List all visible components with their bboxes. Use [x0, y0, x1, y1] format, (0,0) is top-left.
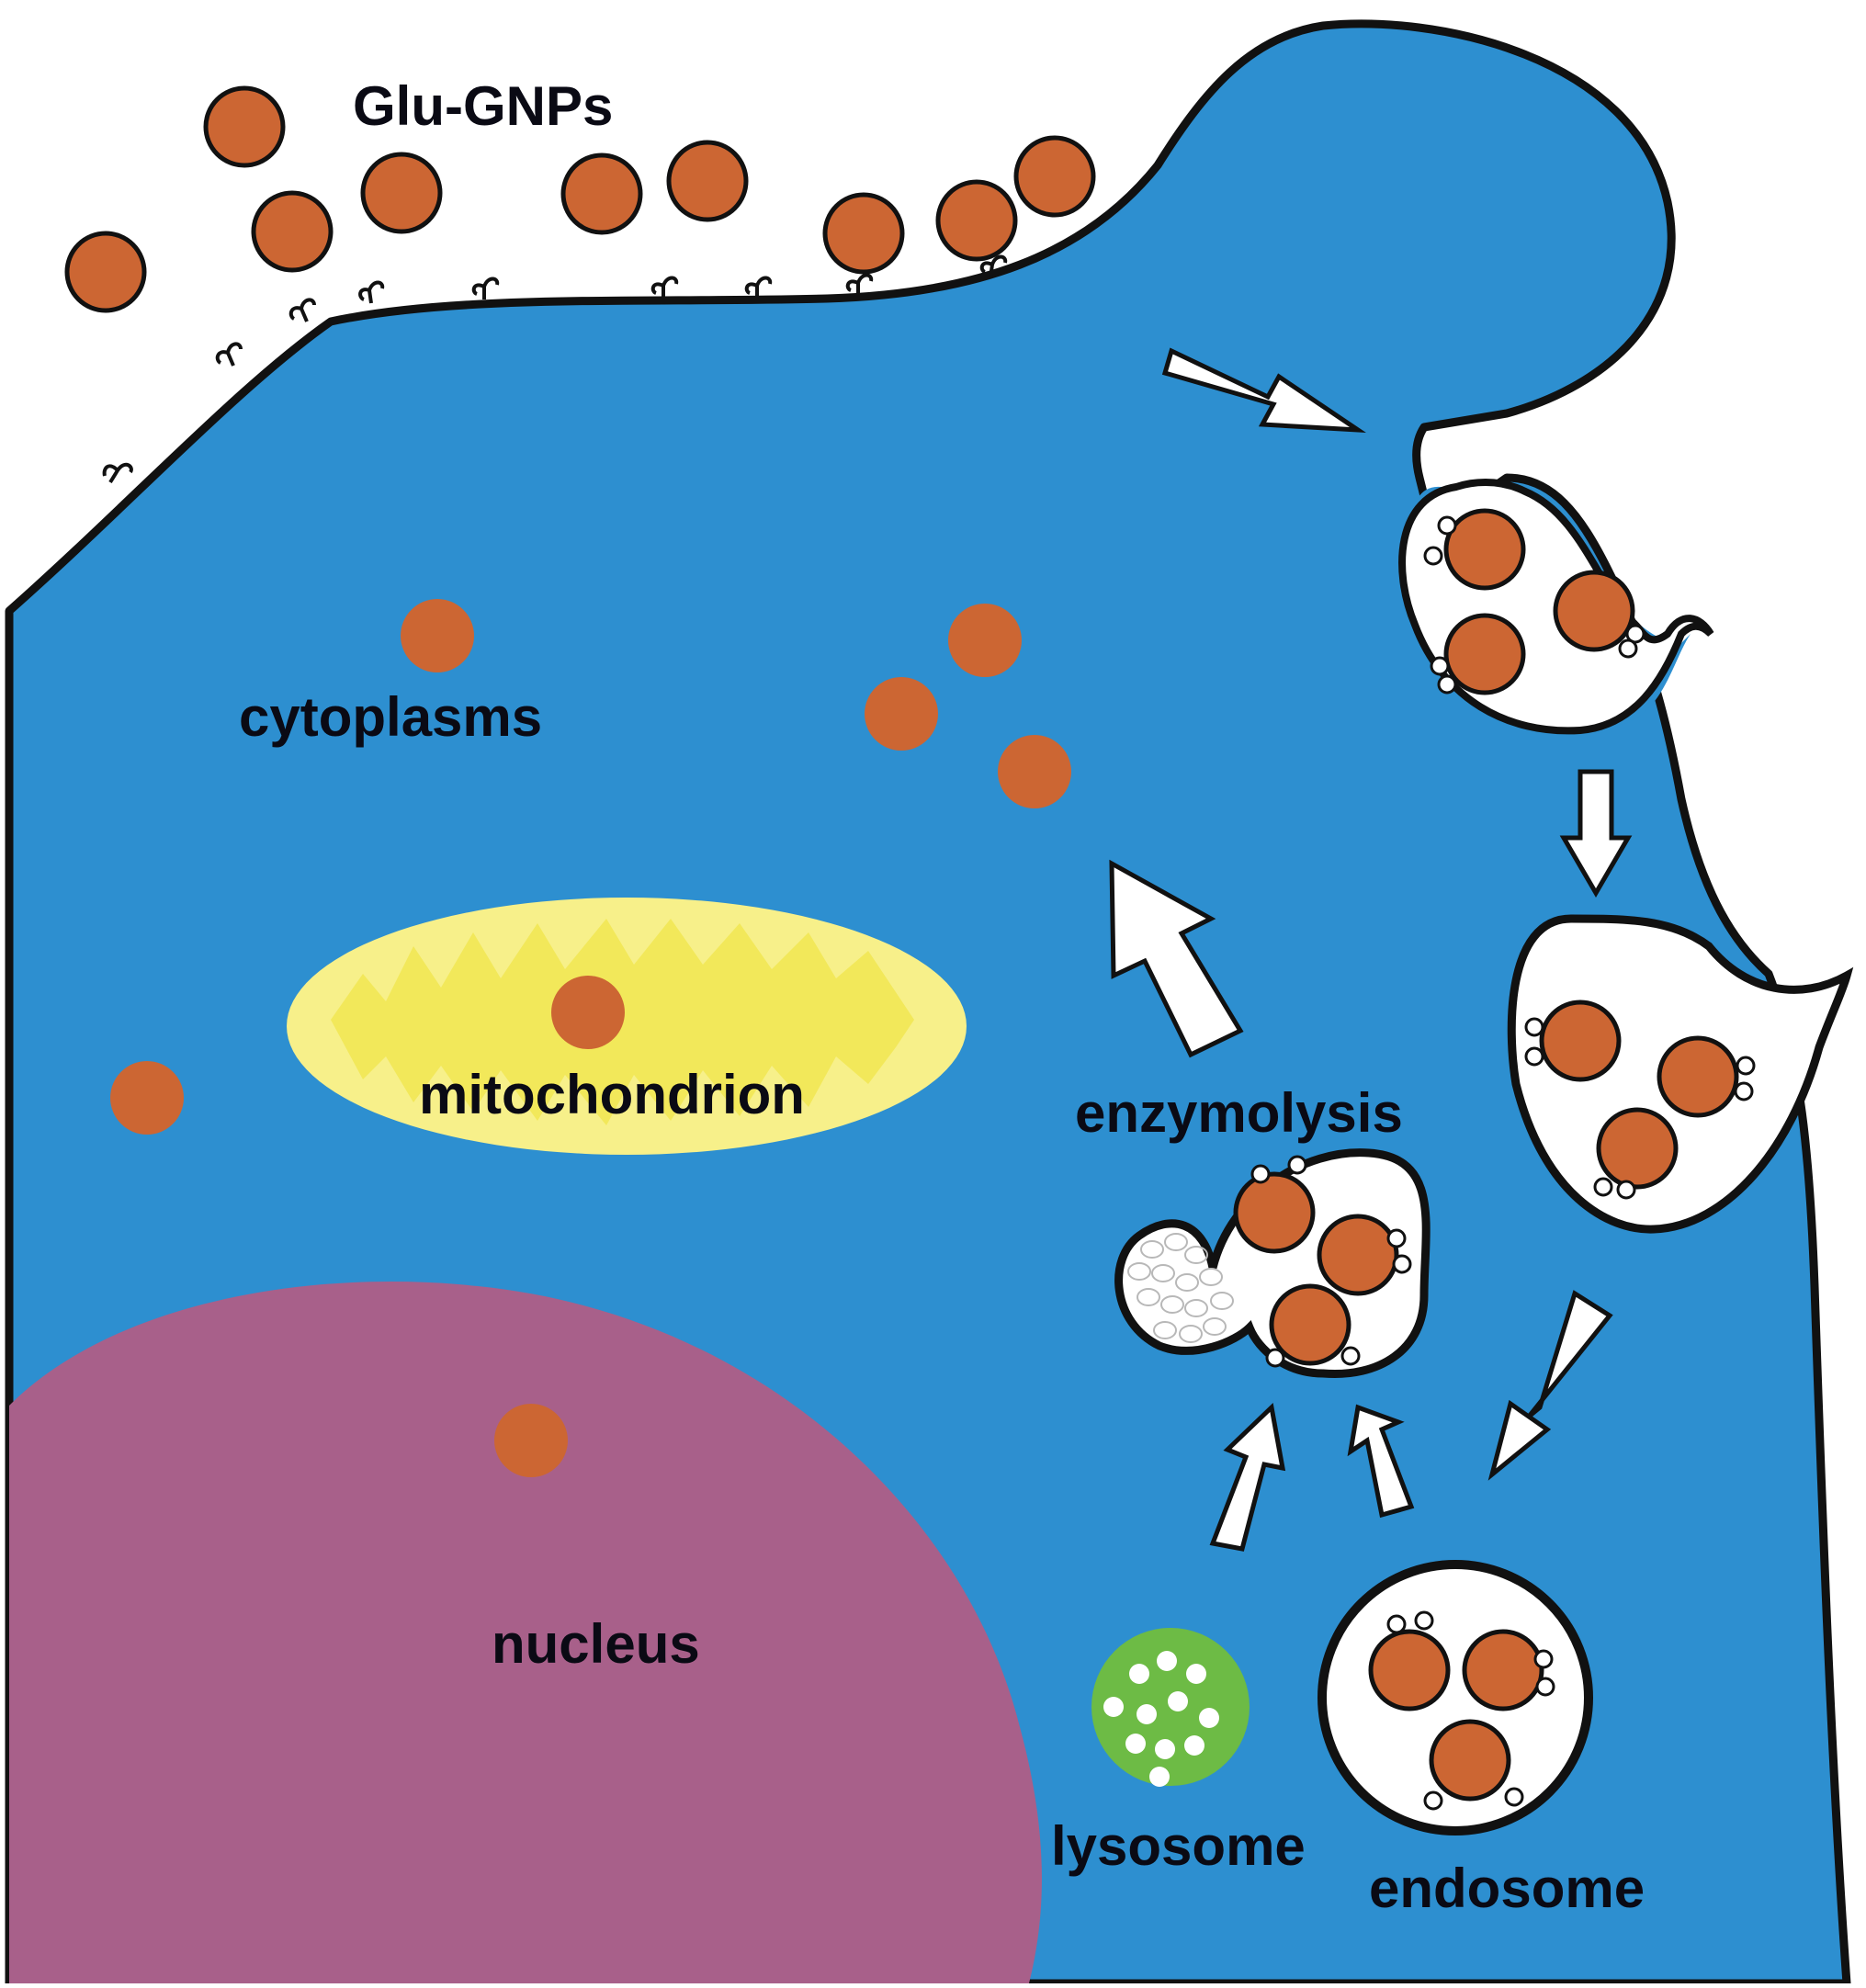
arrow-release-to-cytoplasm	[1109, 859, 1244, 1058]
nanoparticle	[110, 1061, 184, 1135]
lysosome	[1091, 1628, 1250, 1787]
nanoparticle	[1443, 613, 1526, 695]
nanoparticle	[1368, 1629, 1451, 1711]
nanoparticle	[1013, 135, 1096, 218]
arrow-endosome-to-fusion-right	[1347, 1404, 1415, 1519]
nanoparticle	[1596, 1107, 1679, 1190]
nanoparticle	[1233, 1171, 1316, 1254]
label-mitochondrion: mitochondrion	[419, 1064, 805, 1125]
receptor	[650, 276, 679, 299]
nucleus	[9, 1282, 1042, 1983]
nanoparticle	[1462, 1629, 1544, 1711]
receptor	[215, 342, 243, 367]
nanoparticle	[1317, 1214, 1399, 1296]
receptor	[744, 276, 773, 299]
arrow-lysosome-to-fusion-left	[1209, 1402, 1286, 1552]
nanoparticle	[998, 735, 1071, 808]
nanoparticle	[560, 152, 643, 235]
receptor	[471, 277, 500, 299]
nanoparticle	[935, 179, 1018, 262]
nanoparticle	[401, 599, 474, 672]
label-glu-gnps: Glu-GNPs	[353, 75, 613, 137]
nanoparticle	[1657, 1035, 1739, 1118]
label-endosome: endosome	[1369, 1858, 1645, 1919]
label-enzymolysis: enzymolysis	[1075, 1082, 1403, 1144]
nanoparticle	[551, 976, 625, 1049]
nanoparticle	[251, 190, 334, 273]
receptors	[102, 254, 1008, 484]
nanoparticle	[948, 604, 1022, 677]
vesicle-receptors	[1250, 515, 1756, 1811]
nanoparticle	[1443, 508, 1526, 591]
receptor	[979, 254, 1008, 278]
receptor	[358, 280, 385, 304]
nanoparticle	[494, 1404, 568, 1477]
label-cytoplasms: cytoplasms	[239, 686, 542, 748]
nanoparticle	[822, 192, 905, 275]
arrow-membrane-to-pit	[1161, 347, 1366, 434]
nanoparticle	[666, 140, 749, 222]
nanoparticle	[865, 677, 938, 751]
nanoparticles	[64, 85, 1739, 1802]
enzyme-granules	[1127, 1233, 1234, 1343]
cytoplasmic-nanoparticles	[110, 599, 1071, 1477]
nanoparticle	[203, 85, 286, 168]
nanoparticle	[1429, 1719, 1511, 1802]
receptor	[102, 462, 133, 484]
arrows	[1109, 347, 1633, 1552]
label-lysosome: lysosome	[1051, 1815, 1306, 1877]
nanoparticle	[1269, 1283, 1351, 1366]
nanoparticle	[1553, 570, 1635, 652]
arrow-endosome-to-late	[1487, 1290, 1613, 1481]
nanoparticle	[1539, 1000, 1622, 1082]
receptor	[288, 298, 316, 322]
receptor	[845, 273, 874, 296]
nanoparticle	[64, 231, 147, 313]
nanoparticle	[360, 152, 443, 234]
label-nucleus: nucleus	[492, 1613, 700, 1675]
arrow-pit-to-endosome	[1559, 769, 1633, 898]
late-endosome	[1318, 1560, 1593, 1836]
